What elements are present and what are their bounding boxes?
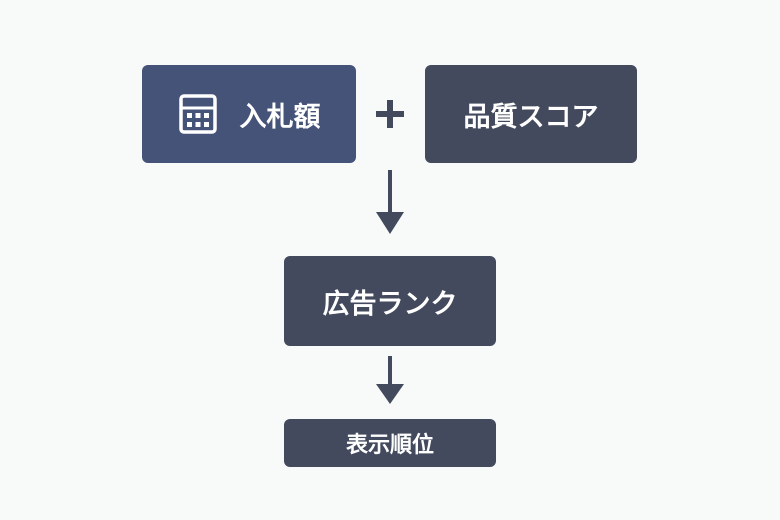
quality-score-label: 品質スコア: [463, 101, 599, 133]
ad-rank-label: 広告ランク: [322, 288, 458, 320]
plus-icon: [376, 100, 404, 128]
display-position-label: 表示順位: [345, 433, 434, 458]
calculator-icon: [178, 94, 218, 134]
bid-amount-label: 入札額: [239, 101, 321, 133]
bid-amount-box: 入札額: [142, 65, 356, 163]
down-arrow-icon: [376, 356, 404, 404]
display-position-box: 表示順位: [284, 419, 496, 467]
quality-score-box: 品質スコア: [425, 65, 637, 163]
ad-rank-box: 広告ランク: [284, 256, 496, 346]
down-arrow-icon: [376, 170, 404, 234]
